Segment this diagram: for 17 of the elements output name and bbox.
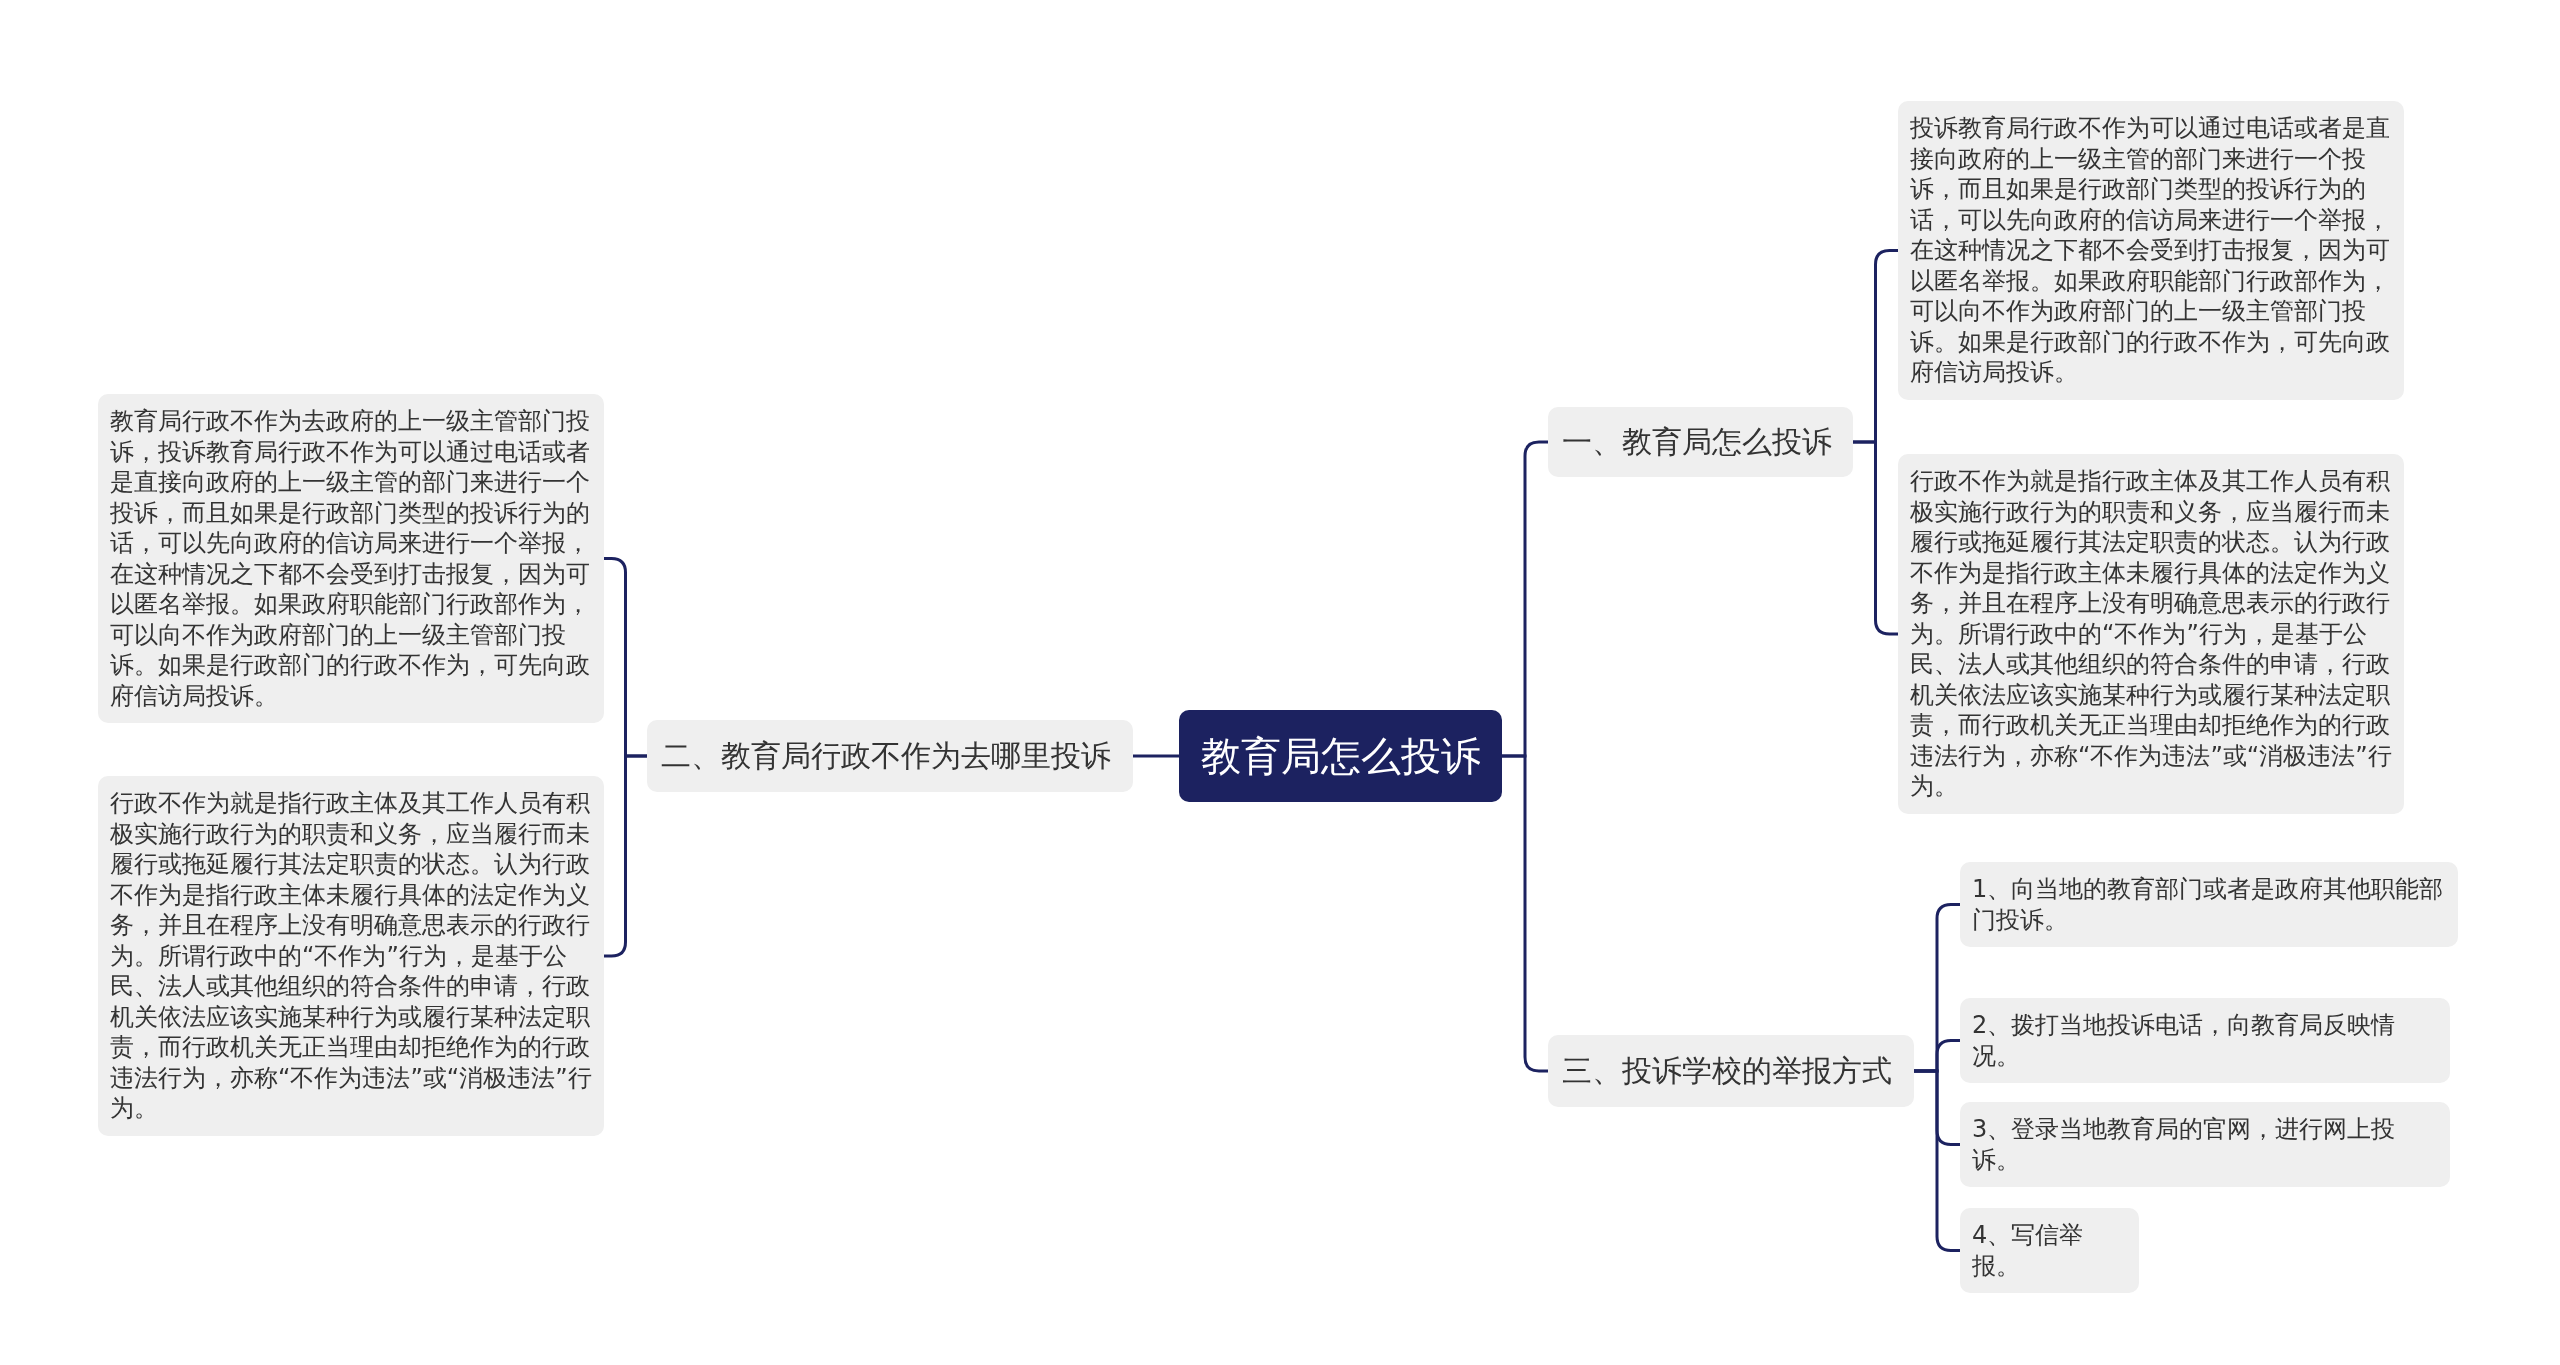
connector-line [1502,754,1548,1073]
central-topic-box: 教育局怎么投诉 [1179,710,1502,802]
connector-line [604,754,647,958]
connector-line [1914,1069,1960,1252]
connector-line [1133,754,1179,758]
text-card: 行政不作为就是指行政主体及其工作人员有积极实施行政行为的职责和义务，应当履行而未履行或拖延履行其法定职责的状态。认为行政不作为是指行政主体未履行具体的法定作为义务，并且在程序上没有明确意思表示的行政行为。所谓行政中的“不作为”行为，是基于公民、法人或其他组织的符合条件的申请，行政机关依法应该实施某种行为或履行某种法定职责，而行政机关无正当理由却拒绝作为的行政违法行为，亦称“不作为违法”或“消极违法”行为。 [98,776,604,1136]
text-card: 教育局行政不作为去政府的上一级主管部门投诉，投诉教育局行政不作为可以通过电话或者是直接向政府的上一级主管的部门来进行一个投诉，而且如果是行政部门类型的投诉行为的话，可以先向政府的信访局来进行一个举报，在这种情况之下都不会受到打击报复，因为可以匿名举报。如果政府职能部门行政部作为，可以向不作为政府部门的上一级主管部门投诉。如果是行政部门的行政不作为，可先向政府信访局投诉。 [98,394,604,723]
topic-box: 三、投诉学校的举报方式 [1548,1035,1914,1107]
topic-box: 二、教育局行政不作为去哪里投诉 [647,720,1133,792]
connector-line [1853,440,1898,636]
subtopic-box: 1、向当地的教育部门或者是政府其他职能部门投诉。 [1960,862,2458,947]
subtopic-box: 3、登录当地教育局的官网，进行网上投诉。 [1960,1102,2450,1187]
subtopic-box: 4、写信举报。 [1960,1208,2139,1293]
text-card: 投诉教育局行政不作为可以通过电话或者是直接向政府的上一级主管的部门来进行一个投诉，而且如果是行政部门类型的投诉行为的话，可以先向政府的信访局来进行一个举报，在这种情况之下都不会受到打击报复，因为可以匿名举报。如果政府职能部门行政部作为，可以向不作为政府部门的上一级主管部门投诉。如果是行政部门的行政不作为，可先向政府信访局投诉。 [1898,101,2404,400]
subtopic-box: 2、拨打当地投诉电话，向教育局反映情况。 [1960,998,2450,1083]
topic-box: 一、教育局怎么投诉 [1548,407,1853,477]
text-card: 行政不作为就是指行政主体及其工作人员有积极实施行政行为的职责和义务，应当履行而未履行或拖延履行其法定职责的状态。认为行政不作为是指行政主体未履行具体的法定作为义务，并且在程序上没有明确意思表示的行政行为。所谓行政中的“不作为”行为，是基于公民、法人或其他组织的符合条件的申请，行政机关依法应该实施某种行为或履行某种法定职责，而行政机关无正当理由却拒绝作为的行政违法行为，亦称“不作为违法”或“消极违法”行为。 [1898,454,2404,814]
